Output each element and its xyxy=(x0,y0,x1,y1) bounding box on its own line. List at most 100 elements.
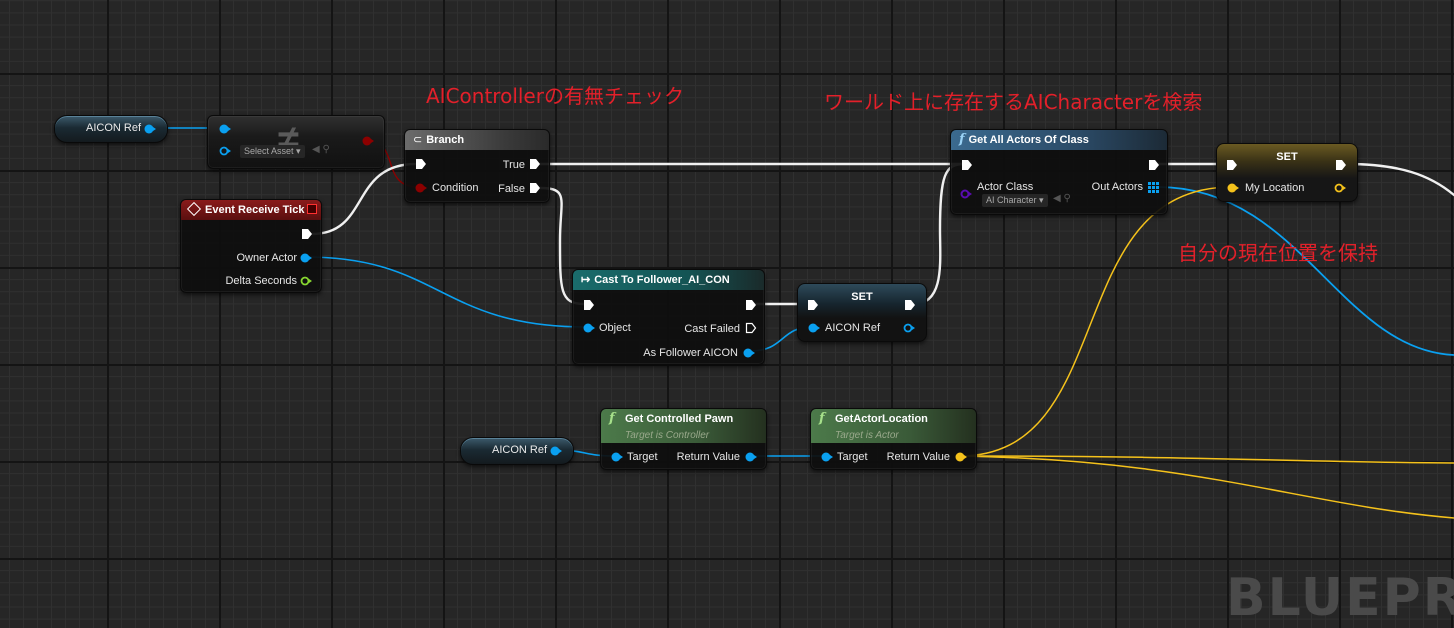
use-selected-arrow-icon[interactable]: ◀ xyxy=(312,144,320,155)
function-icon: f xyxy=(609,411,615,426)
branch-icon: ⊂ xyxy=(413,134,423,146)
browse-search-icon[interactable]: ⚲ xyxy=(1063,193,1071,204)
not-equal-node[interactable]: ≠ Select Asset ▾ ◀ ⚲ xyxy=(207,115,385,169)
as-follower-output-pin[interactable] xyxy=(743,348,755,358)
object-output-pin[interactable] xyxy=(550,446,562,456)
target-label: Target xyxy=(837,451,868,463)
actor-class-dropdown[interactable]: AI Character ▾ xyxy=(982,194,1048,207)
condition-label: Condition xyxy=(432,182,479,194)
get-pawn-header: f Get Controlled Pawn Target is Controlle… xyxy=(601,409,766,443)
exec-output-pin[interactable] xyxy=(745,299,757,311)
wire-location-out-1 xyxy=(959,455,1454,464)
select-asset-dropdown[interactable]: Select Asset ▾ xyxy=(240,145,305,158)
cast-title: Cast To Follower_AI_CON xyxy=(594,274,730,286)
blueprint-watermark: BLUEPRI xyxy=(1226,568,1454,628)
event-tick-title: Event Receive Tick xyxy=(205,204,305,216)
exec-output-pin[interactable] xyxy=(904,299,916,311)
actor-class-label: Actor Class xyxy=(977,181,1034,193)
function-icon: f xyxy=(959,132,965,147)
exec-input-pin[interactable] xyxy=(583,299,595,311)
exec-output-pin[interactable] xyxy=(301,228,313,240)
wire-location-to-my-location xyxy=(959,186,1233,457)
wire-false-to-cast xyxy=(538,186,586,306)
return-value-output-pin[interactable] xyxy=(955,452,967,462)
wire-location-out-2 xyxy=(959,455,1454,519)
get-location-subtitle: Target is Actor xyxy=(835,430,899,441)
select-asset-label: Select Asset xyxy=(244,146,294,156)
owner-actor-label: Owner Actor xyxy=(236,252,297,264)
get-pawn-title: Get Controlled Pawn xyxy=(625,413,734,425)
cast-to-follower-node[interactable]: ↦Cast To Follower_AI_CON Object Cast Fai… xyxy=(572,269,765,365)
false-exec-output-pin[interactable] xyxy=(529,182,541,194)
set-my-location-node[interactable]: SET My Location xyxy=(1216,143,1358,202)
branch-header: ⊂Branch xyxy=(405,130,549,150)
chevron-down-icon: ▾ xyxy=(296,146,301,156)
out-actors-array-pin[interactable] xyxy=(1148,182,1159,193)
wire-owner-actor-to-cast xyxy=(305,256,587,328)
comment-aicon-check: AIControllerの有無チェック xyxy=(426,84,684,108)
exec-input-pin[interactable] xyxy=(415,158,427,170)
get-all-actors-title: Get All Actors Of Class xyxy=(968,134,1089,146)
aicon-ref-label: AICON Ref xyxy=(491,444,547,456)
chevron-down-icon: ▾ xyxy=(1039,195,1044,205)
my-location-output-pin[interactable] xyxy=(1334,183,1346,193)
set-title: SET xyxy=(1276,151,1298,163)
aicon-ref-variable-node[interactable]: AICON Ref xyxy=(54,115,168,143)
event-receive-tick-node[interactable]: Event Receive Tick Owner Actor Delta Sec… xyxy=(180,199,322,293)
browse-search-icon[interactable]: ⚲ xyxy=(322,144,330,155)
object-input-pin[interactable] xyxy=(583,323,595,333)
cast-arrow-icon: ↦ xyxy=(581,274,591,286)
use-selected-arrow-icon[interactable]: ◀ xyxy=(1053,193,1061,204)
exec-input-pin[interactable] xyxy=(1226,159,1238,171)
wire-set-to-get-all xyxy=(912,162,966,306)
true-exec-output-pin[interactable] xyxy=(529,158,541,170)
comment-search-characters: ワールド上に存在するAICharacterを検索 xyxy=(824,90,1203,114)
my-location-input-pin[interactable] xyxy=(1227,183,1239,193)
get-actor-location-node[interactable]: f GetActorLocation Target is Actor Target… xyxy=(810,408,977,470)
delegate-pin-icon[interactable] xyxy=(307,204,317,214)
aicon-ref-label: AICON Ref xyxy=(825,322,881,334)
function-icon: f xyxy=(819,411,825,426)
wire-out-actors xyxy=(1157,186,1454,356)
actor-class-input-pin[interactable] xyxy=(960,189,972,199)
aicon-ref-variable-node-bottom[interactable]: AICON Ref xyxy=(460,437,574,465)
comment-keep-location: 自分の現在位置を保持 xyxy=(1178,241,1378,265)
object-label: Object xyxy=(599,322,631,334)
return-value-label: Return Value xyxy=(886,451,950,463)
set-title: SET xyxy=(851,291,873,303)
owner-actor-output-pin[interactable] xyxy=(300,253,312,263)
event-tick-header: Event Receive Tick xyxy=(181,200,321,220)
aicon-ref-label: AICON Ref xyxy=(85,122,141,134)
branch-title: Branch xyxy=(426,134,465,146)
exec-output-pin[interactable] xyxy=(1335,159,1347,171)
set-aicon-ref-node[interactable]: SET AICON Ref xyxy=(797,283,927,342)
cast-header: ↦Cast To Follower_AI_CON xyxy=(573,270,764,290)
return-value-output-pin[interactable] xyxy=(745,452,757,462)
condition-input-pin[interactable] xyxy=(415,183,427,193)
branch-node[interactable]: ⊂Branch True Condition False xyxy=(404,129,550,203)
object-output-pin[interactable] xyxy=(144,124,156,134)
cast-failed-label: Cast Failed xyxy=(684,323,740,335)
target-input-pin[interactable] xyxy=(821,452,833,462)
aicon-ref-input-pin[interactable] xyxy=(808,323,820,333)
get-location-title: GetActorLocation xyxy=(835,413,928,425)
false-label: False xyxy=(498,183,525,195)
cast-failed-exec-pin[interactable] xyxy=(745,322,757,334)
bool-output-pin[interactable] xyxy=(362,136,376,146)
exec-output-pin[interactable] xyxy=(1148,159,1160,171)
target-input-pin[interactable] xyxy=(611,452,623,462)
exec-input-pin[interactable] xyxy=(807,299,819,311)
delta-seconds-label: Delta Seconds xyxy=(225,275,297,287)
object-input-pin-b[interactable] xyxy=(219,146,231,156)
wire-set-location-out xyxy=(1344,162,1454,197)
get-controlled-pawn-node[interactable]: f Get Controlled Pawn Target is Controlle… xyxy=(600,408,767,470)
delta-seconds-output-pin[interactable] xyxy=(300,276,312,286)
object-input-pin-a[interactable] xyxy=(219,124,231,134)
exec-input-pin[interactable] xyxy=(961,159,973,171)
aicon-ref-output-pin[interactable] xyxy=(903,323,915,333)
as-follower-label: As Follower AICON xyxy=(643,347,738,359)
get-pawn-subtitle: Target is Controller xyxy=(625,430,710,441)
out-actors-label: Out Actors xyxy=(1091,181,1143,193)
